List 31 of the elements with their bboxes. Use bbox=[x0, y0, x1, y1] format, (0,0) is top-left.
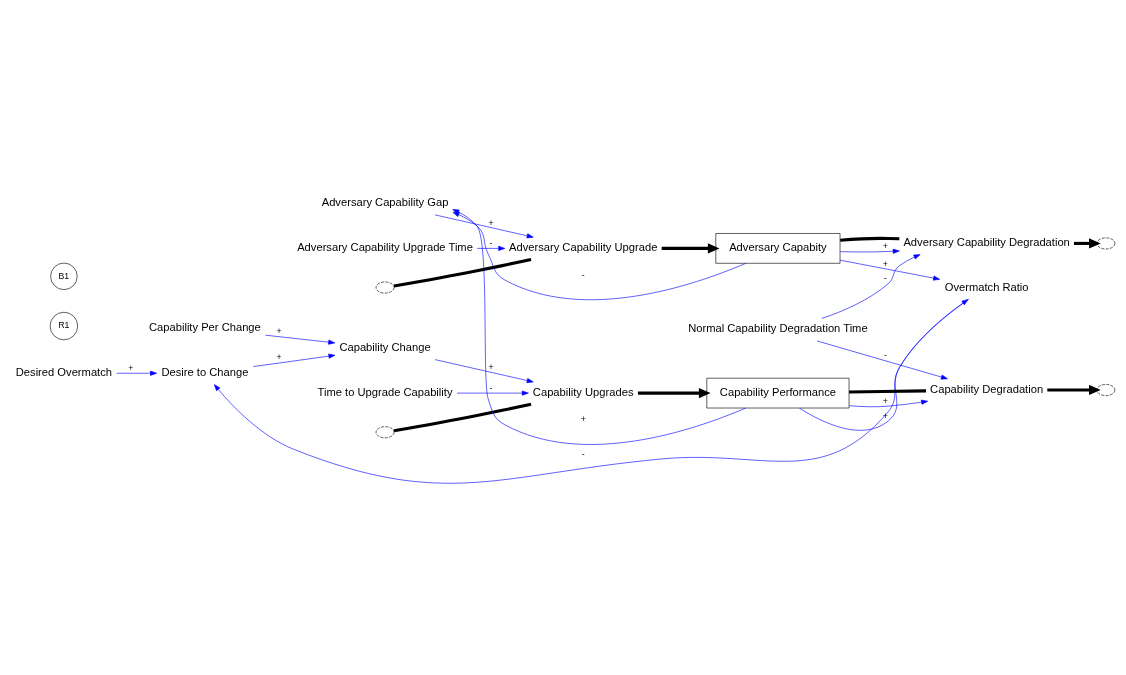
edge-label: + bbox=[488, 217, 494, 228]
node-text: Desired Overmatch bbox=[15, 365, 113, 378]
node-text: Adversary Capability Gap bbox=[321, 195, 449, 208]
edge-label: + bbox=[488, 361, 494, 372]
edge-label: - bbox=[883, 272, 887, 283]
edge-label: + bbox=[882, 410, 888, 421]
edge-label: + bbox=[882, 258, 888, 269]
edge-label: - bbox=[883, 349, 887, 360]
edge-label: + bbox=[882, 240, 888, 251]
node-text: Capability Degradation bbox=[930, 382, 1044, 395]
edge-label: + bbox=[882, 395, 888, 406]
node-text: Desire to Change bbox=[161, 365, 249, 378]
edge-label: + bbox=[580, 413, 586, 424]
node-text: Normal Capability Degradation Time bbox=[688, 321, 868, 334]
edge-label: - bbox=[581, 448, 585, 459]
node-text: Overmatch Ratio bbox=[944, 280, 1029, 293]
label: B1 bbox=[58, 270, 70, 281]
node-text: Adversary Capability Upgrade Time bbox=[297, 240, 473, 253]
node-text: Capability Per Change bbox=[149, 320, 261, 333]
edge-label: - bbox=[581, 269, 585, 280]
edge-label: + bbox=[276, 325, 282, 336]
edge-label: + bbox=[276, 351, 282, 362]
label: R1 bbox=[58, 319, 70, 330]
edge-label: - bbox=[489, 237, 493, 248]
node-text: Time to Upgrade Capability bbox=[317, 385, 453, 398]
edge-label: + bbox=[128, 362, 134, 373]
node-text: Capability Upgrades bbox=[532, 385, 634, 398]
node-text: Adversary Capability Degradation bbox=[903, 235, 1070, 248]
edge-label: - bbox=[489, 382, 493, 393]
node-text: Capability Change bbox=[339, 340, 431, 353]
node-text: Adversary Capability Upgrade bbox=[508, 240, 658, 253]
